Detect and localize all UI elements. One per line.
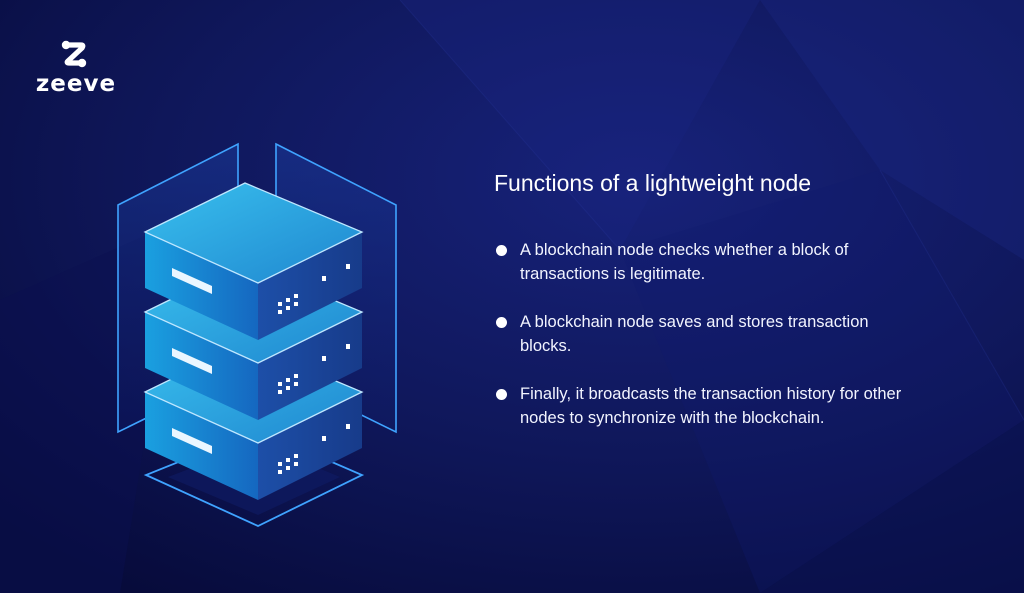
- list-item: A blockchain node checks whether a block…: [494, 238, 924, 286]
- list-item: Finally, it broadcasts the transaction h…: [494, 382, 924, 430]
- bullet-text: A blockchain node saves and stores trans…: [520, 313, 869, 355]
- zeeve-z-mark-icon: [61, 40, 87, 68]
- bullet-text: A blockchain node checks whether a block…: [520, 241, 849, 283]
- bullet-dot-icon: [496, 245, 507, 256]
- server-unit-top: [143, 182, 364, 340]
- content-panel: Functions of a lightweight node A blockc…: [494, 168, 924, 454]
- bullet-dot-icon: [496, 389, 507, 400]
- bullet-list: A blockchain node checks whether a block…: [494, 238, 924, 430]
- zeeve-logo[interactable]: zeeve: [34, 38, 118, 100]
- server-stack-icon: [117, 142, 397, 527]
- bullet-dot-icon: [496, 317, 507, 328]
- list-item: A blockchain node saves and stores trans…: [494, 310, 924, 358]
- brand-name: zeeve: [35, 71, 117, 97]
- bullet-text: Finally, it broadcasts the transaction h…: [520, 385, 902, 427]
- page-title: Functions of a lightweight node: [494, 170, 812, 196]
